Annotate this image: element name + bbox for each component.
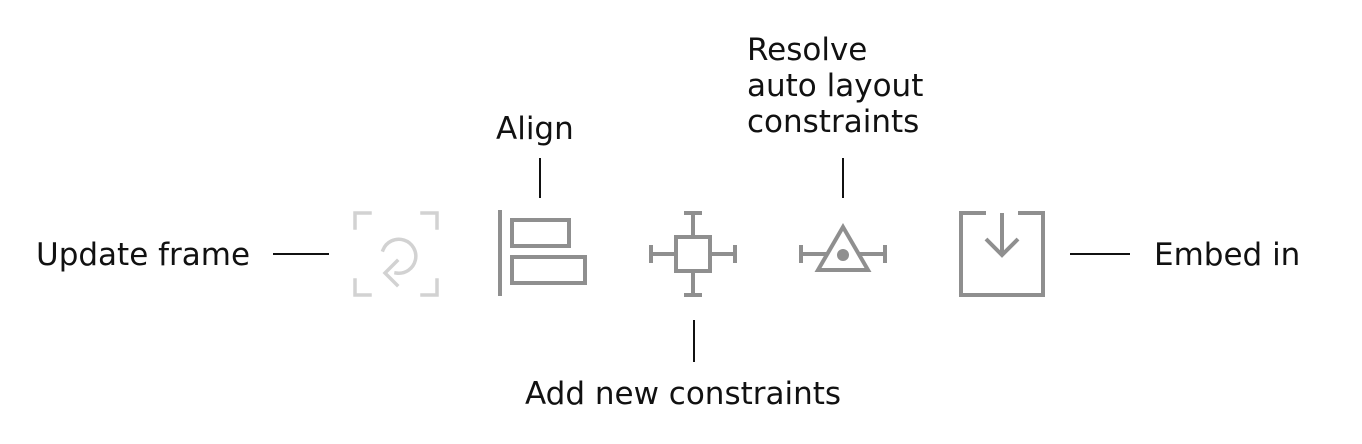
resolve-label-line-2: auto layout: [747, 68, 924, 104]
embed-in-label: Embed in: [1154, 237, 1301, 273]
align-left-icon[interactable]: [496, 210, 590, 298]
align-left-icon-graphic: [498, 210, 587, 296]
embed-in-leader-line: [1070, 253, 1130, 255]
add-new-constraints-label: Add new constraints: [525, 376, 842, 412]
add-constraints-leader-line: [693, 320, 695, 362]
add-constraints-icon[interactable]: [646, 210, 740, 298]
update-frame-label: Update frame: [36, 237, 251, 273]
resolve-constraints-label: Resolve auto layout constraints: [747, 32, 923, 140]
embed-in-icon-graphic: [959, 211, 1045, 297]
resolve-constraints-icon[interactable]: [796, 210, 890, 298]
resolve-label-line-1: Resolve: [747, 32, 868, 68]
embed-in-icon[interactable]: [958, 210, 1048, 300]
update-frame-icon[interactable]: [352, 210, 440, 298]
add-constraints-icon-graphic: [649, 211, 737, 297]
align-leader-line: [539, 158, 541, 198]
resolve-constraints-icon-graphic: [799, 223, 887, 272]
update-frame-leader-line: [273, 253, 329, 255]
update-frame-icon-graphic: [353, 211, 439, 297]
align-label: Align: [496, 111, 574, 147]
resolve-leader-line: [842, 158, 844, 198]
resolve-label-line-3: constraints: [747, 104, 920, 140]
